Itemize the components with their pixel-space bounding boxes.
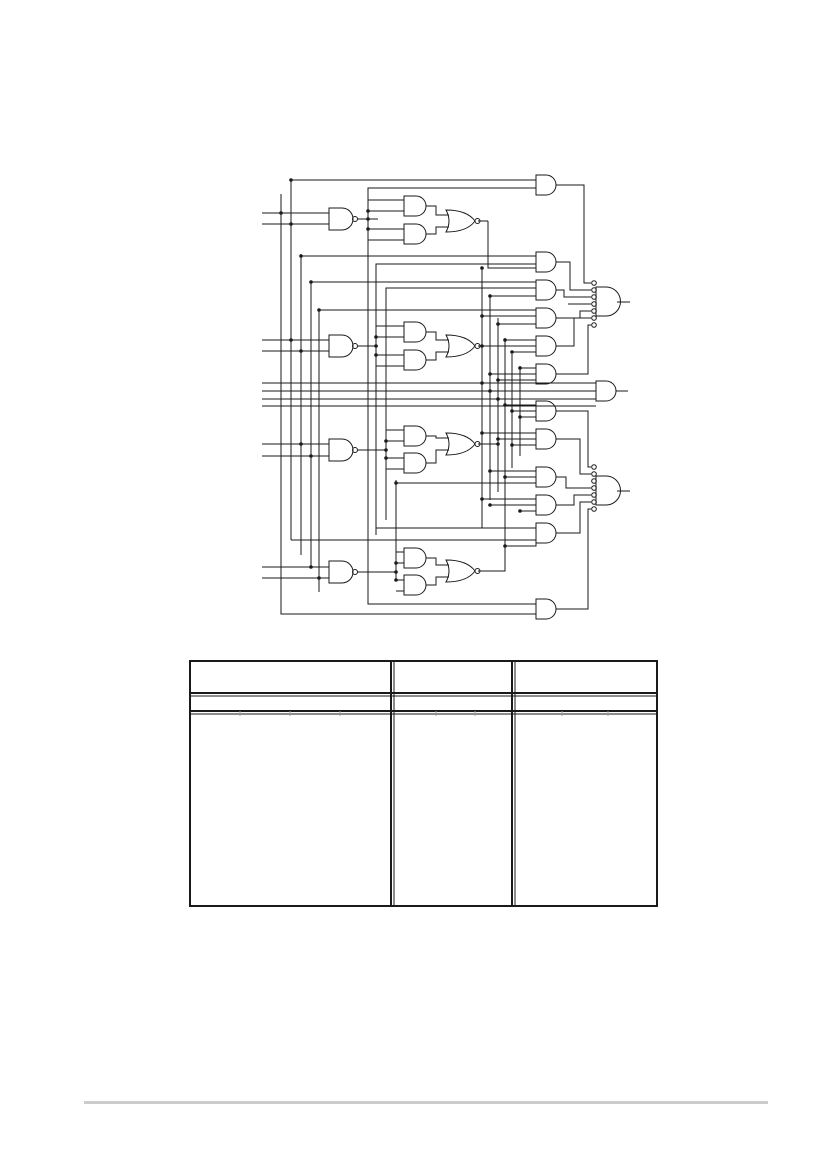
stage-3 (328, 425, 481, 474)
and-gate (403, 452, 427, 474)
and-gate (535, 174, 557, 196)
and-gate (403, 547, 427, 569)
nor-gate (445, 432, 476, 456)
and-gate (535, 251, 557, 273)
stage-1 (328, 195, 481, 245)
and-gate (403, 425, 427, 447)
and-gate (535, 522, 557, 544)
and-gate (535, 466, 557, 488)
and-gate (535, 307, 557, 329)
and-gate (595, 475, 621, 506)
table-outer-frame (189, 660, 658, 907)
output-gate-2 (595, 380, 628, 402)
subcolumn-ticks (239, 711, 609, 716)
and-gate (535, 335, 557, 357)
output-gate-1 (556, 184, 630, 375)
nor-gate (445, 209, 476, 233)
footer-rule (84, 1101, 768, 1104)
input-lines (262, 212, 596, 579)
and-gate (535, 363, 557, 385)
and-gate (403, 321, 427, 343)
and-gate (403, 574, 427, 596)
and-gate (595, 380, 617, 402)
and-gate (535, 400, 557, 422)
and-gate (595, 286, 621, 317)
and-gate (535, 494, 557, 516)
and-gate (535, 279, 557, 301)
stage-4 (328, 547, 481, 596)
and-gate (403, 349, 427, 371)
output-gate-3 (556, 410, 630, 610)
and-gate (535, 598, 557, 620)
nor-gate (445, 334, 476, 358)
and-gate (403, 223, 427, 245)
and-gate (535, 428, 557, 450)
and-gate (403, 195, 427, 217)
decode-and-gates (535, 174, 557, 620)
nor-gate (445, 559, 476, 583)
junction-dots (279, 178, 522, 582)
